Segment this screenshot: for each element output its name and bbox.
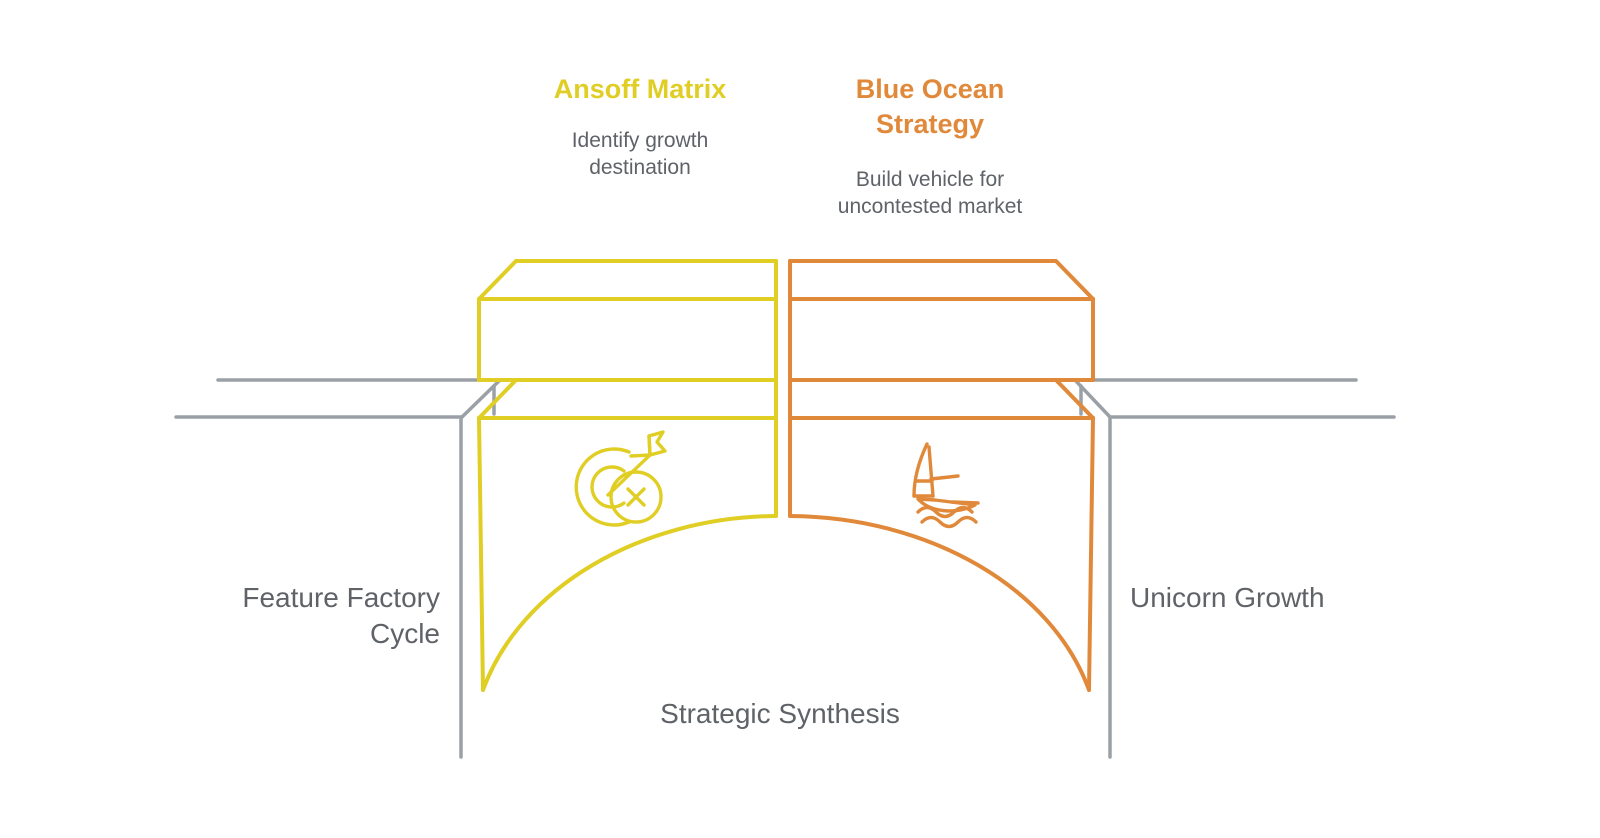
ansoff-matrix-subtitle: Identify growth destination: [571, 129, 709, 179]
yellow-arch-curve: [481, 514, 778, 692]
orange-box-lid: [788, 259, 1095, 301]
feature-factory-cycle-label: Feature Factory Cycle: [242, 582, 440, 649]
strategic-synthesis-label: Strategic Synthesis: [660, 698, 900, 729]
unicorn-growth-label: Unicorn Growth: [1130, 582, 1325, 613]
target-dart-x-icon: [574, 430, 667, 527]
blue-ocean-title: Blue Ocean Strategy: [855, 74, 1005, 139]
blue-ocean-subtitle: Build vehicle for uncontested market: [837, 168, 1023, 218]
orange-deck-bevel: [1054, 378, 1095, 420]
yellow-pier-left-edge: [477, 416, 485, 692]
orange-pier-right-edge: [1087, 416, 1095, 692]
yellow-deck-bevel: [477, 378, 518, 420]
sailboat-waves-icon: [912, 442, 980, 529]
ansoff-matrix-title: Ansoff Matrix: [553, 74, 727, 104]
ansoff-matrix-structure: [477, 259, 778, 692]
blue-ocean-structure: [788, 259, 1095, 692]
orange-arch-curve: [788, 514, 1091, 692]
yellow-box-lid: [477, 259, 778, 301]
ground-lines-group: [174, 378, 1396, 759]
